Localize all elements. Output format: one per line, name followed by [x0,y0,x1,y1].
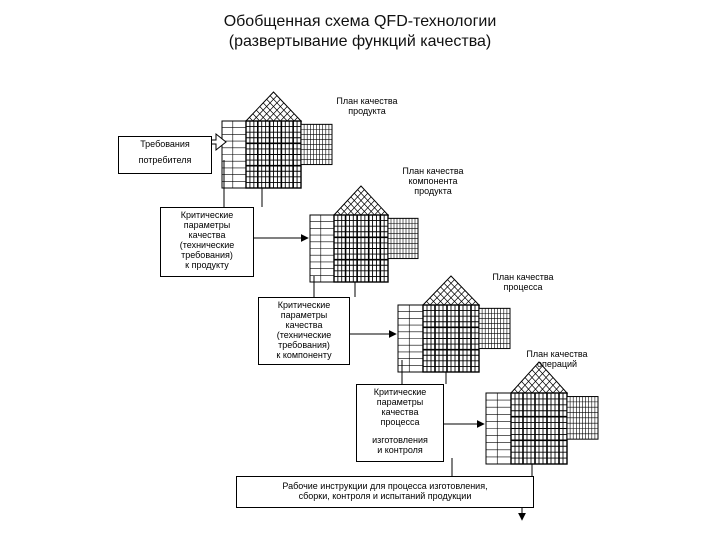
house-label-line: компонента [408,176,458,186]
box-line: (технические [179,240,235,250]
house-label-line: План качества [526,349,588,359]
box-line: к продукту [185,260,229,270]
house-roof-hatch [440,286,459,306]
house-roof-hatch [252,113,261,122]
box-line: Критические [180,210,234,220]
box-line: Требования [140,139,190,149]
house-roof-hatch [259,106,274,122]
box-line: процесса [380,417,420,427]
house-roof-hatch [343,203,355,216]
house-roof-hatch [340,207,348,216]
house-label-line: План качества [402,166,464,176]
product-parameters-box: Критические параметры качества (техничес… [160,207,254,277]
box-line: параметры [280,310,328,320]
component-parameters-box: Критические параметры качества (техничес… [258,297,350,365]
house-roof-hatch [340,189,365,216]
house-roof-hatch [436,290,452,306]
house-of-quality-process [397,275,511,373]
house-roof-hatch [457,293,469,306]
house-roof-hatch [535,365,561,394]
title-line-2: (развертывание функций качества) [228,33,492,50]
box-line: Рабочие инструкции для процесса изготовл… [282,481,488,491]
box-line: требования) [181,250,233,260]
house-label-product: План качества продукта [322,96,412,116]
box-line: качества [381,407,419,417]
house-roof-hatch [524,377,540,394]
house-roof-hatch [347,200,362,216]
title-line-1: Обобщенная схема QFD-технологии [223,13,497,30]
house-roof-hatch [521,381,533,394]
house-roof-hatch [545,381,557,394]
box-line: сборки, контроля и испытаний продукции [298,491,472,501]
house-roof-hatch [273,106,288,122]
box-spacer [357,427,443,435]
house-roof-hatch [531,373,550,394]
box-line: к компоненту [276,350,332,360]
box-line: качества [285,320,323,330]
house-roof-hatch [447,279,473,306]
house-label-line: продукта [414,186,452,196]
house-roof-hatch [517,385,526,394]
box-line: качества [188,230,226,240]
house-roof-hatch [538,377,554,394]
box-line: параметры [376,397,424,407]
house-roof-hatch [552,385,561,394]
house-roof-hatch [374,207,382,216]
house-of-quality-component [309,185,419,283]
customer-requirements-box: Требования потребителя [118,136,212,174]
house-label-component: План качества компонента продукта [388,166,478,196]
house-roof-hatch [280,109,291,122]
house-label-line: продукта [348,106,386,116]
house-roof-hatch [367,203,379,216]
box-line: потребителя [138,155,192,165]
box-line: параметры [183,220,231,230]
house-roof-hatch [517,365,543,394]
house-roof-hatch [252,95,278,122]
house-roof-hatch [357,189,382,216]
box-line: требования) [278,340,330,350]
house-label-line: План качества [336,96,398,106]
house-label-operations: План качества операций [512,349,602,369]
house-roof-hatch [360,200,375,216]
house-roof-hatch [269,95,295,122]
house-roof-hatch [464,297,473,306]
house-of-quality-product [221,91,333,189]
house-of-quality-operations [485,361,599,465]
house-roof-hatch [286,113,295,122]
house-roof-hatch [450,290,466,306]
page-title: Обобщенная схема QFD-технологии (разверт… [0,12,720,52]
house-label-line: План качества [492,272,554,282]
house-roof-hatch [256,109,267,122]
house-roof-hatch [528,373,547,394]
process-parameters-box: Критические параметры качества процесса … [356,384,444,462]
house-roof-hatch [266,102,285,122]
box-line: изготовления [372,435,428,445]
house-roof-hatch [429,297,438,306]
box-line: Критические [373,387,427,397]
house-label-process: План качества процесса [478,272,568,292]
house-roof-hatch [350,196,369,216]
box-line: (технические [276,330,332,340]
house-label-line: процесса [503,282,543,292]
house-roof-hatch [262,102,281,122]
house-roof-hatch [443,286,462,306]
house-roof-hatch [353,196,372,216]
house-roof-hatch [433,293,445,306]
work-instructions-box: Рабочие инструкции для процесса изготовл… [236,476,534,508]
box-line: Критические [277,300,331,310]
box-line: и контроля [377,445,423,455]
house-roof-hatch [429,279,455,306]
house-label-line: операций [536,359,578,369]
